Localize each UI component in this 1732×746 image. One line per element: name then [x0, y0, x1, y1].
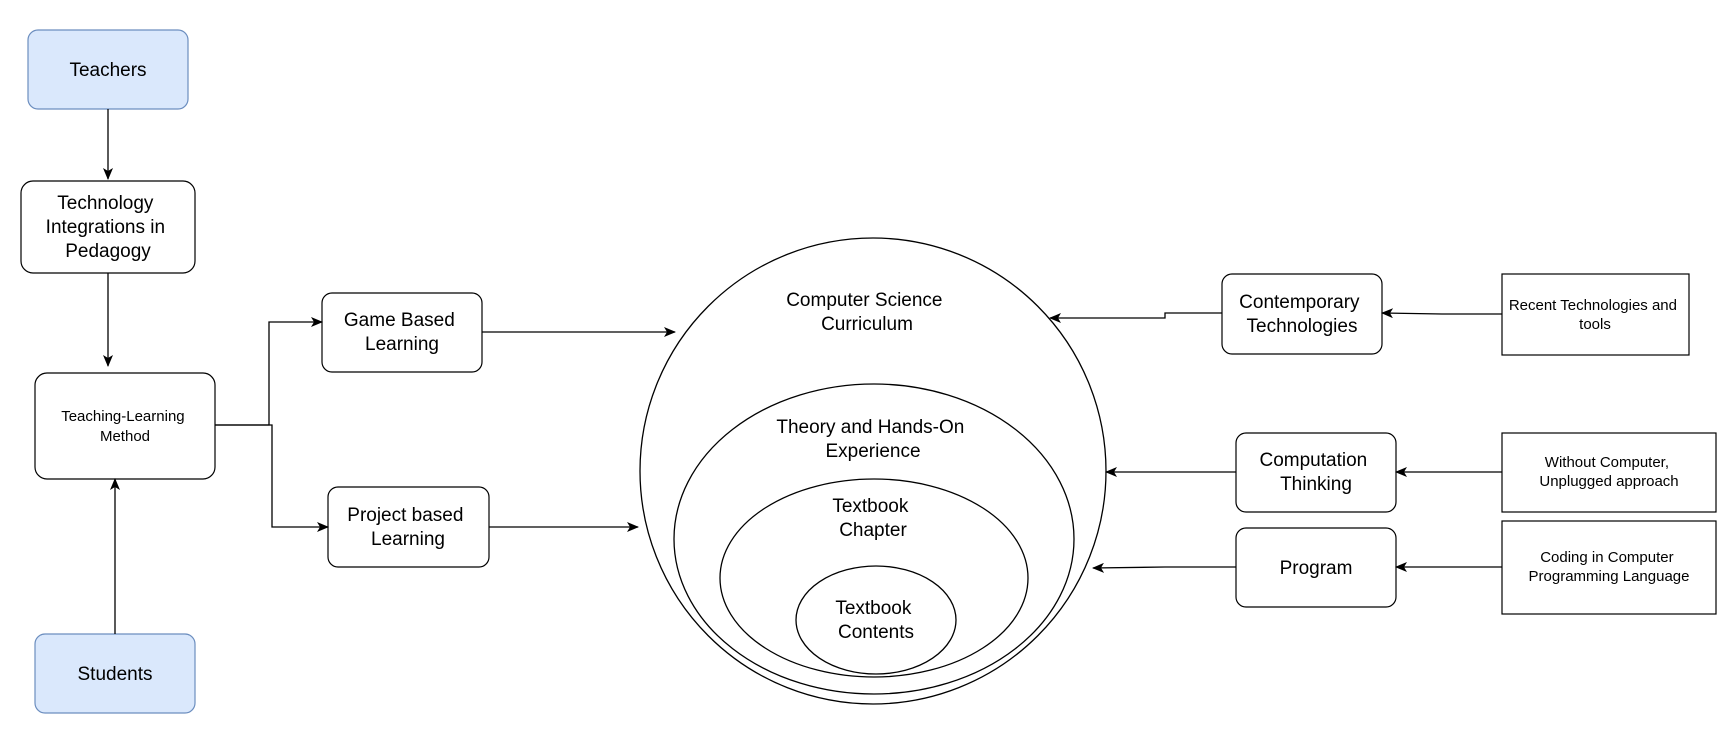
node-recent-technologies: Recent Technologies and tools	[1501, 273, 1690, 356]
theory-ellipse-label: Theory and Hands-On Experience	[776, 417, 969, 462]
node-teaching-learning-method-label: Teaching-Learning Method	[61, 408, 189, 445]
node-technology-integrations-label: Technology Integrations in Pedagogy	[46, 193, 171, 262]
node-contemporary-technologies-label: Contemporary Technologies	[1239, 292, 1365, 337]
edge-program-to-curriculum	[1092, 562, 1236, 573]
node-teaching-learning-method: Teaching-Learning Method	[34, 372, 216, 480]
chapter-ellipse-label: Textbook Chapter	[832, 496, 913, 541]
contents-ellipse: Textbook Contents	[795, 565, 957, 675]
node-coding-language: Coding in Computer Programming Language	[1501, 520, 1717, 615]
node-students: Students	[34, 633, 196, 714]
node-program: Program	[1235, 527, 1397, 608]
node-teachers: Teachers	[27, 29, 189, 110]
node-game-based-learning: Game Based Learning	[321, 292, 483, 373]
node-project-based-learning: Project based Learning	[327, 486, 490, 568]
node-game-based-learning-label: Game Based Learning	[344, 310, 460, 355]
node-computation-thinking-label: Computation Thinking	[1259, 450, 1372, 495]
edge-contemporary-to-curriculum	[1049, 312, 1222, 323]
node-computation-thinking: Computation Thinking	[1235, 432, 1397, 513]
node-recent-technologies-label: Recent Technologies and tools	[1509, 297, 1681, 333]
edges	[103, 109, 1502, 634]
node-teachers-label: Teachers	[69, 60, 146, 81]
node-unplugged-approach: Without Computer, Unplugged approach	[1501, 432, 1717, 513]
node-technology-integrations: Technology Integrations in Pedagogy	[20, 180, 196, 274]
node-project-based-learning-label: Project based Learning	[347, 505, 468, 550]
curriculum-circle-label: Computer Science Curriculum	[786, 290, 948, 335]
node-coding-language-label: Coding in Computer Programming Language	[1529, 549, 1690, 585]
edge-method-to-game-based	[215, 317, 323, 426]
edge-recent-to-contemporary	[1381, 308, 1502, 319]
edge-method-to-project-based	[215, 424, 329, 532]
node-contemporary-technologies: Contemporary Technologies	[1221, 273, 1383, 355]
contents-ellipse-label: Textbook Contents	[835, 598, 916, 643]
node-unplugged-approach-label: Without Computer, Unplugged approach	[1539, 454, 1678, 490]
node-students-label: Students	[78, 664, 153, 685]
node-program-label: Program	[1280, 558, 1353, 579]
